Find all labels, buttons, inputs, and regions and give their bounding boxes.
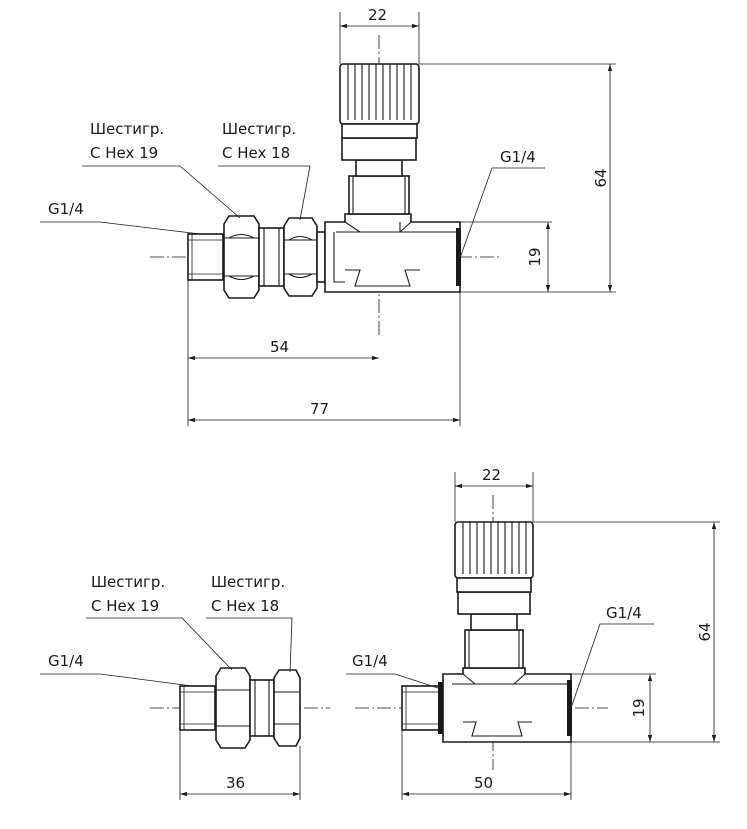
top-dimension-knob-width: 22 bbox=[339, 6, 420, 64]
top-inlet-thread-fitting bbox=[187, 233, 224, 281]
top-assembly-view: Шестигр. С Hex 19 Шестигр. С Hex 18 G1/4… bbox=[40, 6, 616, 426]
top-dimension-body-height: 19 bbox=[460, 221, 552, 292]
svg-text:Шестигр.: Шестигр. bbox=[90, 120, 164, 138]
svg-text:G1/4: G1/4 bbox=[48, 200, 84, 218]
svg-text:50: 50 bbox=[474, 774, 493, 792]
top-valve-bonnet bbox=[341, 137, 417, 215]
svg-text:G1/4: G1/4 bbox=[606, 604, 642, 622]
bottom-label-hex19: Шестигр. С Hex 19 bbox=[86, 573, 233, 671]
top-dimension-total-length: 77 bbox=[188, 292, 461, 426]
top-label-outlet-thread: G1/4 bbox=[459, 148, 545, 259]
bottom-valve-body bbox=[442, 667, 572, 743]
svg-text:64: 64 bbox=[592, 168, 610, 187]
bottom-label-valve-outlet-thread: G1/4 bbox=[570, 604, 654, 709]
svg-text:19: 19 bbox=[526, 247, 544, 266]
bottom-dimension-body-height: 19 bbox=[571, 673, 656, 742]
top-dimension-total-height: 64 bbox=[419, 63, 616, 293]
top-label-hex19: Шестигр. С Hex 19 bbox=[82, 120, 241, 219]
svg-text:Шестигр.: Шестигр. bbox=[91, 573, 165, 591]
top-union-collar bbox=[258, 227, 285, 287]
top-knurled-knob bbox=[339, 63, 420, 139]
bottom-dimension-knob-width: 22 bbox=[454, 466, 534, 522]
top-label-hex18: Шестигр. С Hex 18 bbox=[218, 120, 311, 221]
bottom-hex19-nut bbox=[215, 667, 251, 749]
svg-text:G1/4: G1/4 bbox=[500, 148, 536, 166]
svg-text:36: 36 bbox=[226, 774, 245, 792]
top-hex18-nut bbox=[283, 217, 326, 297]
svg-text:С Hex 18: С Hex 18 bbox=[222, 144, 290, 162]
bottom-label-valve-inlet-thread: G1/4 bbox=[346, 652, 439, 689]
svg-text:54: 54 bbox=[270, 338, 289, 356]
svg-text:22: 22 bbox=[368, 6, 387, 24]
top-label-inlet-thread: G1/4 bbox=[40, 200, 201, 235]
svg-text:G1/4: G1/4 bbox=[352, 652, 388, 670]
svg-text:Шестигр.: Шестигр. bbox=[211, 573, 285, 591]
bottom-valve-inlet-thread bbox=[401, 682, 443, 734]
svg-text:С Hex 19: С Hex 19 bbox=[90, 144, 158, 162]
svg-text:64: 64 bbox=[696, 622, 714, 641]
svg-text:С Hex 18: С Hex 18 bbox=[211, 597, 279, 615]
svg-text:G1/4: G1/4 bbox=[48, 652, 84, 670]
bottom-valve-bonnet bbox=[457, 591, 531, 669]
svg-text:19: 19 bbox=[630, 698, 648, 717]
svg-text:С Hex 19: С Hex 19 bbox=[91, 597, 159, 615]
top-dimension-axis-distance: 54 bbox=[187, 280, 379, 426]
svg-text:Шестигр.: Шестигр. bbox=[222, 120, 296, 138]
top-hex19-nut bbox=[223, 215, 260, 299]
bottom-dimension-adapter-length: 36 bbox=[179, 730, 301, 800]
top-valve-body bbox=[324, 213, 461, 293]
bottom-hex18-nut bbox=[273, 669, 301, 747]
bottom-adapter-thread bbox=[179, 685, 216, 731]
bottom-dimension-total-height: 64 bbox=[533, 521, 720, 743]
bottom-union-collar bbox=[249, 679, 275, 737]
svg-text:77: 77 bbox=[310, 400, 329, 418]
bottom-label-hex18: Шестигр. С Hex 18 bbox=[206, 573, 293, 673]
bottom-label-adapter-thread: G1/4 bbox=[40, 652, 193, 687]
bottom-exploded-view: Шестигр. С Hex 19 Шестигр. С Hex 18 G1/4… bbox=[40, 466, 720, 800]
bottom-knurled-knob bbox=[454, 521, 534, 593]
svg-text:22: 22 bbox=[482, 466, 501, 484]
bottom-dimension-valve-length: 50 bbox=[401, 730, 572, 800]
